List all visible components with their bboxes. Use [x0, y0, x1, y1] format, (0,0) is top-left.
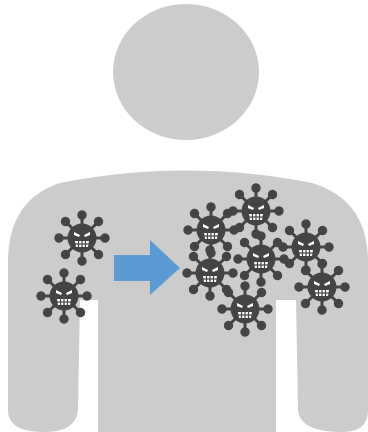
person-silhouette-icon: [8, 4, 368, 432]
person-head: [113, 4, 259, 140]
virus-icon: [36, 268, 92, 324]
virus-icon: [294, 259, 350, 315]
virus-icon: [54, 210, 110, 266]
arrow-right-icon: [114, 240, 180, 295]
person-torso: [8, 170, 368, 432]
virus-icon: [233, 231, 289, 287]
virus-icon: [217, 281, 273, 337]
